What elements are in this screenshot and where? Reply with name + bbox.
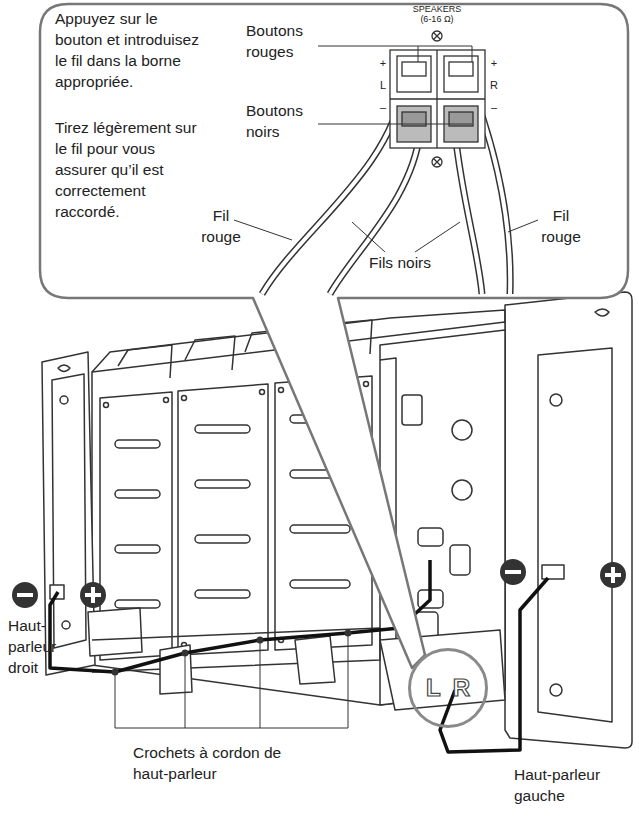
instruction-text: Tirez légèrement sur le fil pour vous as… [55, 117, 205, 222]
channel-letter: L [426, 675, 441, 701]
tv-body [42, 292, 632, 748]
terminal-marking: + [378, 56, 388, 70]
hook-bracket [115, 633, 348, 728]
part-label: Crochets à cordon de haut-parleur [133, 742, 313, 784]
leader-line [234, 46, 538, 252]
terminal-marking: L [378, 78, 388, 92]
callout-bubble: Appuyez sur le bouton et introduisez le … [38, 2, 630, 672]
bubble-outline [40, 4, 628, 668]
terminal-marking: – [378, 100, 388, 114]
wire-label: Fils noirs [345, 252, 455, 273]
panel-marking: SPEAKERS (6-16 Ω) [408, 4, 466, 24]
wire-label: Fil rouge [196, 205, 246, 247]
instruction-text: Appuyez sur le bouton et introduisez le … [55, 8, 200, 92]
speaker-cable [50, 560, 548, 752]
connector-circle: LR [408, 648, 488, 728]
part-label: Boutons noirs [246, 100, 326, 142]
bubble-outline [38, 2, 630, 672]
wire-label: Fil rouge [536, 205, 586, 247]
part-label: Haut-parleur gauche [514, 764, 638, 806]
part-label: Haut-parleur droit [8, 615, 68, 678]
terminal-marking: – [489, 100, 499, 114]
terminal-marking: R [489, 78, 499, 92]
part-label: Boutons rouges [246, 20, 326, 62]
polarity-symbol [12, 559, 626, 608]
cord-hook [112, 630, 352, 676]
terminal-marking: + [489, 56, 499, 70]
channel-letter: R [453, 675, 470, 701]
terminal-block [390, 31, 485, 167]
